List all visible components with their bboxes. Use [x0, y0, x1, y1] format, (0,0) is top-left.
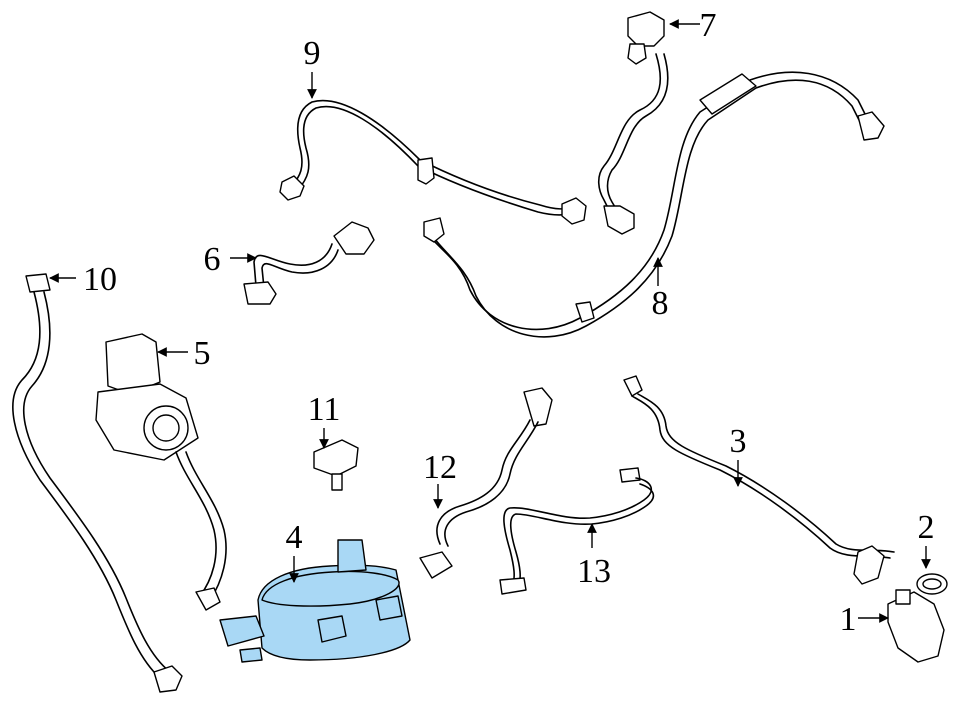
callout-13: 13	[577, 553, 611, 590]
callout-12: 12	[423, 449, 457, 486]
part-12-hose	[419, 387, 553, 579]
part-8-hose	[423, 71, 885, 338]
part-4-canister	[219, 539, 411, 663]
part-3-hose	[623, 375, 895, 585]
part-2-oring	[916, 573, 948, 595]
part-1-bracket	[887, 589, 945, 663]
callout-5: 5	[194, 335, 211, 372]
part-13-hose	[499, 467, 655, 595]
part-9-hose	[279, 99, 587, 225]
callout-10: 10	[83, 261, 117, 298]
callout-4: 4	[286, 519, 303, 556]
part-10-hose	[12, 273, 183, 693]
part-6-connector-hose	[243, 221, 375, 305]
callout-7: 7	[700, 7, 717, 44]
part-5-valve	[95, 333, 227, 611]
callout-1: 1	[840, 601, 857, 638]
callout-3: 3	[730, 423, 747, 460]
callout-11: 11	[308, 391, 341, 428]
part-7-connector-hose	[597, 11, 669, 235]
callout-8: 8	[652, 285, 669, 322]
callout-2: 2	[918, 509, 935, 546]
part-11-connector	[313, 439, 359, 491]
callout-6: 6	[204, 241, 221, 278]
callout-9: 9	[304, 35, 321, 72]
leader-lines	[49, 19, 931, 623]
